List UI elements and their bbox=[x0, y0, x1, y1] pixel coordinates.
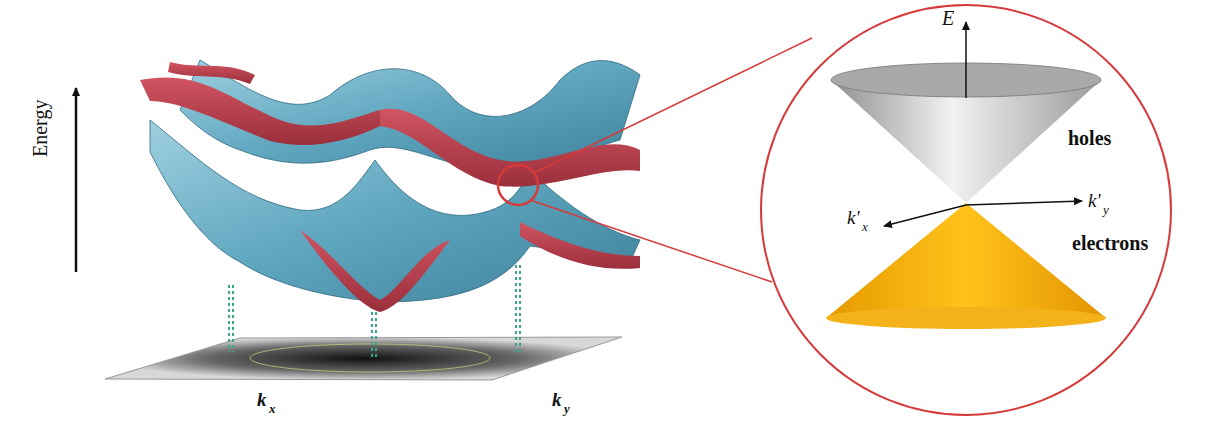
axis-label: k' bbox=[1088, 191, 1101, 210]
axis-label: k' bbox=[847, 208, 860, 227]
axis-label: k bbox=[552, 390, 562, 409]
axis-label: Energy bbox=[30, 100, 50, 157]
axis-label: k bbox=[257, 390, 267, 409]
axis-subscript: x bbox=[862, 220, 868, 233]
axis-label: E bbox=[942, 8, 954, 28]
axis-subscript: y bbox=[1103, 203, 1109, 216]
carrier-label: electrons bbox=[1072, 233, 1148, 253]
axis-subscript: y bbox=[564, 402, 570, 415]
axis-subscript: x bbox=[269, 402, 276, 415]
carrier-label: holes bbox=[1068, 128, 1111, 148]
